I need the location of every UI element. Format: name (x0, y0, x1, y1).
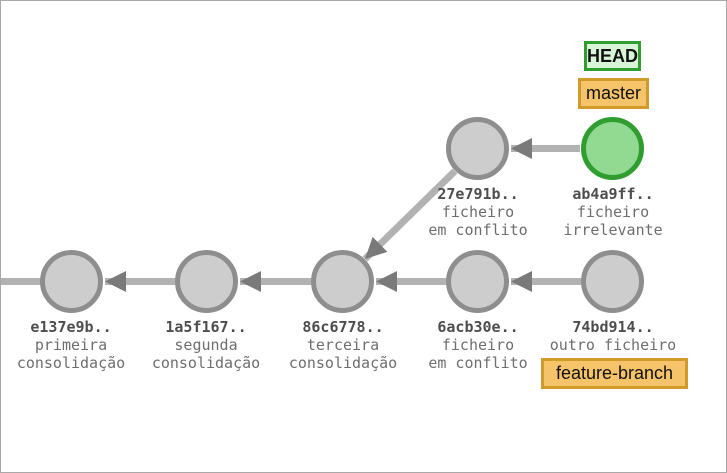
commit-message-line: em conflito (428, 221, 528, 239)
head-tag: HEAD (584, 41, 641, 71)
commit-message-line: segunda (174, 336, 238, 354)
commit-message-line: ficheiro (441, 336, 515, 354)
commit-circle-74bd914 (581, 250, 644, 313)
commit-message-line: em conflito (428, 354, 528, 372)
commit-caption-1a5f167: 1a5f167.. segunda consolidação (121, 318, 291, 372)
commit-circle-e137e9b (40, 250, 103, 313)
commit-message-line: ficheiro (576, 203, 650, 221)
commit-caption-86c6778: 86c6778.. terceira consolidação (258, 318, 428, 372)
commit-hash: 86c6778.. (302, 318, 384, 336)
commit-message-line: ficheiro (441, 203, 515, 221)
commit-message-line: consolidação (16, 354, 126, 372)
commit-hash: 6acb30e.. (437, 318, 519, 336)
commit-message-line: terceira (306, 336, 380, 354)
commit-caption-ab4a9ff: ab4a9ff.. ficheiro irrelevante (528, 185, 698, 239)
commit-hash: e137e9b.. (30, 318, 112, 336)
commit-circle-1a5f167 (175, 250, 238, 313)
commit-hash: ab4a9ff.. (572, 185, 654, 203)
commit-caption-27e791b: 27e791b.. ficheiro em conflito (393, 185, 563, 239)
commit-hash: 74bd914.. (572, 318, 654, 336)
commit-circle-27e791b (446, 117, 509, 180)
commit-circle-86c6778 (311, 250, 374, 313)
commit-message-line: irrelevante (563, 221, 663, 239)
commit-circle-6acb30e (446, 250, 509, 313)
commit-caption-6acb30e: 6acb30e.. ficheiro em conflito (393, 318, 563, 372)
master-branch-tag: master (578, 78, 649, 109)
commit-message-line: primeira (34, 336, 108, 354)
commit-hash: 1a5f167.. (165, 318, 247, 336)
commit-message-line: consolidação (151, 354, 261, 372)
commit-message-line: consolidação (288, 354, 398, 372)
commit-caption-e137e9b: e137e9b.. primeira consolidação (1, 318, 156, 372)
feature-branch-tag: feature-branch (541, 358, 688, 389)
commit-caption-74bd914: 74bd914.. outro ficheiro (528, 318, 698, 354)
commit-message-line: outro ficheiro (549, 336, 677, 354)
commit-circle-ab4a9ff-head (581, 117, 644, 180)
commit-hash: 27e791b.. (437, 185, 519, 203)
